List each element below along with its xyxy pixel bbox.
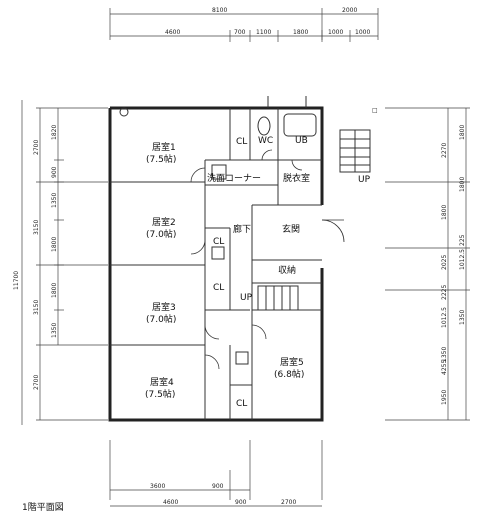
dim-left-inner-4: 1800 — [51, 237, 58, 252]
dim-right-inner-4: 1012.5 — [459, 249, 466, 270]
dim-left-outer-4: 2700 — [33, 375, 40, 390]
room5-size: (6.8帖) — [274, 368, 304, 380]
cl-label-3: CL — [213, 283, 224, 293]
wc-label: WC — [258, 136, 273, 146]
room2-size: (7.0帖) — [146, 228, 176, 240]
dim-bottom-2-1: 4600 — [163, 499, 178, 506]
room1-size: (7.5帖) — [146, 153, 176, 165]
room3-size: (7.0帖) — [146, 313, 176, 325]
room3-name: 居室3 — [152, 301, 176, 313]
dim-right-outer-2: 1800 — [441, 205, 448, 220]
bathtub-icon — [283, 113, 317, 137]
dim-right-outer-4: 2225 — [441, 285, 448, 300]
up-label-exterior: UP — [358, 175, 371, 185]
vent-icon-2 — [235, 351, 249, 365]
washroom-label: 洗面コーナー — [207, 172, 261, 184]
hall-label: 廊下 — [233, 223, 251, 235]
interior-walls — [110, 108, 322, 420]
cl-label-1: CL — [236, 137, 247, 147]
dim-right-inner-2: 1800 — [459, 177, 466, 192]
dim-top-part-3: 1100 — [256, 29, 271, 36]
dim-right-inner-1: 1800 — [459, 125, 466, 140]
doors — [190, 149, 345, 370]
dim-right-outer-5: 4255 — [441, 360, 448, 375]
dim-left-inner-5: 1800 — [51, 283, 58, 298]
dim-right-outer-1: 2270 — [441, 143, 448, 158]
room-labels: 居室1 (7.5帖) 居室2 (7.0帖) 居室3 (7.0帖) 居室4 (7.… — [145, 107, 378, 409]
dim-top-part-5: 1000 — [328, 29, 343, 36]
vent-icon-1 — [211, 246, 225, 260]
dim-top-part-4: 1800 — [293, 29, 308, 36]
room4-name: 居室4 — [150, 376, 174, 388]
room1-name: 居室1 — [152, 141, 176, 153]
fixtures — [119, 96, 317, 365]
cl-label-2: CL — [213, 237, 224, 247]
bath-label: UB — [295, 136, 308, 146]
plan-caption: 1階平面図 — [22, 502, 64, 513]
sink-icon — [211, 164, 227, 180]
up-label-main: UP — [240, 293, 253, 303]
dim-bottom-2-2: 900 — [235, 499, 247, 506]
dim-left-inner-2: 900 — [51, 166, 58, 178]
dim-right-inner-7: 1350 — [459, 310, 466, 325]
bottom-dimensions: 3600 900 4600 900 2700 — [109, 440, 323, 507]
storage-label: 収納 — [278, 264, 296, 276]
cl-label-4: CL — [236, 399, 247, 409]
dim-left-inner-3: 1350 — [51, 193, 58, 208]
cl-mark: □ — [372, 107, 378, 114]
dim-top-part-2: 700 — [234, 29, 246, 36]
dim-left-outer-3: 3150 — [33, 300, 40, 315]
dim-top-part-6: 1000 — [355, 29, 370, 36]
entrance-label: 玄関 — [282, 223, 300, 235]
dim-bottom-2-3: 2700 — [281, 499, 296, 506]
room5-name: 居室5 — [280, 356, 304, 368]
outer-walls — [108, 106, 324, 422]
dim-top-total-right: 2000 — [342, 7, 357, 14]
left-dimensions: 11700 2700 3150 3150 2700 1820 900 1350 … — [13, 100, 108, 425]
dim-left-outer-1: 2700 — [33, 140, 40, 155]
dressing-label: 脱衣室 — [283, 172, 310, 184]
dim-bottom-1-2: 900 — [212, 483, 224, 490]
dim-right-inner-5: 1012.5 — [441, 307, 448, 328]
dim-left-inner-1: 1820 — [51, 125, 58, 140]
stairs-main — [257, 285, 299, 311]
dim-right-outer-3: 2025 — [441, 255, 448, 270]
room2-name: 居室2 — [152, 216, 176, 228]
right-dimensions: 2270 1800 2025 2225 4255 1800 1800 225 1… — [385, 107, 470, 421]
dim-right-inner-3: 225 — [459, 234, 466, 246]
dim-top-part-1: 4600 — [165, 29, 180, 36]
top-dimensions: 8100 2000 4600 700 1100 1800 1000 1000 — [109, 7, 379, 42]
room4-size: (7.5帖) — [145, 388, 175, 400]
dim-left-outer-2: 3150 — [33, 220, 40, 235]
dim-bottom-1-1: 3600 — [150, 483, 165, 490]
dim-top-total-left: 8100 — [212, 7, 227, 14]
dim-left-total: 11700 — [13, 271, 20, 290]
dim-left-inner-6: 1350 — [51, 323, 58, 338]
toilet-icon — [257, 116, 271, 136]
dim-right-inner-6: 1350 — [441, 347, 448, 362]
column-mark-icon — [119, 107, 129, 117]
stairs-exterior — [339, 129, 371, 173]
dim-right-inner-8: 1950 — [441, 390, 448, 405]
